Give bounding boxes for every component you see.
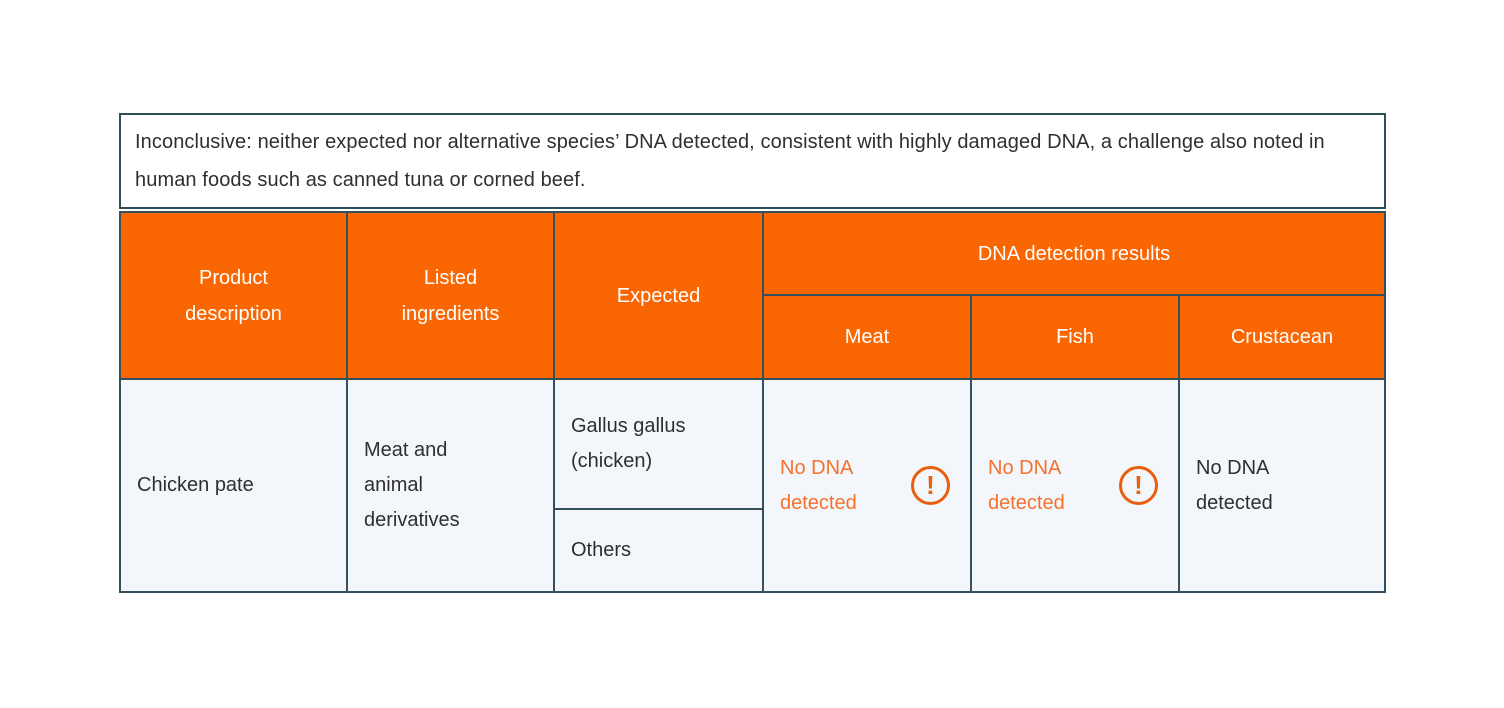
header-dna-detection-results-label: DNA detection results [977, 242, 1171, 265]
header-listed-ingredients-label: Listed ingredients [401, 266, 500, 325]
cell-product-description: Chicken pate [121, 380, 346, 591]
header-fish: Fish [972, 296, 1178, 378]
product-description-value: Chicken pate [137, 474, 254, 496]
expected-species-value: Gallus gallus (chicken) [571, 415, 686, 472]
expected-other-value: Others [571, 539, 632, 561]
cell-crustacean-result: No DNA detected [1180, 380, 1384, 591]
cell-expected-species: Gallus gallus (chicken) [555, 380, 762, 508]
dna-results-figure: Inconclusive: neither expected nor alter… [119, 113, 1386, 593]
header-meat-label: Meat [844, 326, 890, 348]
note-box: Inconclusive: neither expected nor alter… [119, 113, 1386, 209]
listed-ingredients-value: Meat and animal derivatives [364, 439, 460, 531]
cell-expected-other: Others [555, 510, 762, 591]
results-table: Product description Listed ingredients E… [119, 211, 1386, 593]
warning-icon: ! [911, 466, 950, 505]
header-fish-label: Fish [1056, 326, 1094, 348]
header-meat: Meat [764, 296, 970, 378]
header-crustacean-label: Crustacean [1230, 326, 1334, 348]
crustacean-result-value: No DNA detected [1196, 456, 1273, 514]
note-text: Inconclusive: neither expected nor alter… [135, 131, 1325, 191]
fish-result-value: No DNA detected [988, 456, 1065, 514]
header-expected: Expected [555, 213, 762, 378]
header-product-description-label: Product description [185, 266, 282, 325]
cell-meat-result: No DNA detected ! [764, 380, 970, 591]
meat-result-value: No DNA detected [780, 456, 857, 514]
cell-listed-ingredients: Meat and animal derivatives [348, 380, 553, 591]
header-product-description: Product description [121, 213, 346, 378]
header-dna-detection-results: DNA detection results [764, 213, 1384, 294]
header-listed-ingredients: Listed ingredients [348, 213, 553, 378]
header-expected-label: Expected [616, 284, 701, 307]
warning-icon: ! [1119, 466, 1158, 505]
cell-fish-result: No DNA detected ! [972, 380, 1178, 591]
header-crustacean: Crustacean [1180, 296, 1384, 378]
